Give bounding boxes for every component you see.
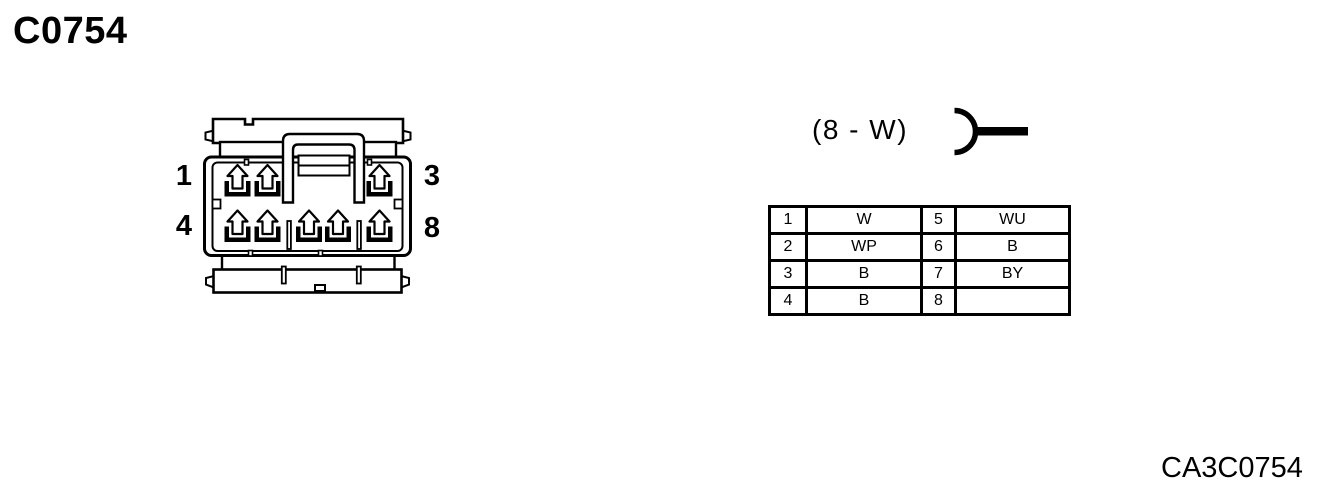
wire-color-cell: W bbox=[805, 205, 923, 235]
pin-label-1: 1 bbox=[175, 160, 193, 192]
pin-number-cell: 8 bbox=[920, 286, 957, 316]
pin-number-cell: 3 bbox=[768, 259, 808, 289]
wire-color-cell: WP bbox=[805, 232, 923, 262]
plate-tick bbox=[280, 265, 287, 285]
table-row: 2 WP 6 B bbox=[768, 232, 1071, 262]
latch-bridge bbox=[281, 132, 366, 204]
wire-connector-icon bbox=[954, 107, 1028, 156]
index-notch bbox=[317, 249, 324, 257]
connector-title: C0754 bbox=[13, 10, 128, 52]
index-notch bbox=[247, 249, 254, 257]
cavity-slot bbox=[286, 220, 292, 250]
index-notch bbox=[243, 158, 250, 166]
pin-number-cell: 1 bbox=[768, 205, 808, 235]
connector-face-drawing bbox=[203, 117, 412, 294]
pin-number-cell: 6 bbox=[920, 232, 957, 262]
wire-color-cell: BY bbox=[954, 259, 1071, 289]
pin-number-cell: 7 bbox=[920, 259, 957, 289]
wire-color-cell bbox=[954, 286, 1071, 316]
table-row: 1 W 5 WU bbox=[768, 205, 1071, 235]
bottom-plate bbox=[212, 268, 403, 294]
wire-color-cell: B bbox=[805, 286, 923, 316]
connector-face-diagram: 1 3 4 8 bbox=[170, 100, 460, 305]
pin-number-cell: 2 bbox=[768, 232, 808, 262]
pin-label-8: 8 bbox=[423, 212, 441, 244]
pin-number-cell: 5 bbox=[920, 205, 957, 235]
wire-color-cell: WU bbox=[954, 205, 1071, 235]
pin-label-3: 3 bbox=[423, 160, 441, 192]
plate-tick bbox=[355, 265, 362, 285]
wire-color-cell: B bbox=[805, 259, 923, 289]
table-row: 3 B 7 BY bbox=[768, 259, 1071, 289]
pin-number-cell: 4 bbox=[768, 286, 808, 316]
wire-color-cell: B bbox=[954, 232, 1071, 262]
pin-wire-table: 1 W 5 WU 2 WP 6 B 3 B 7 BY 4 B 8 bbox=[768, 205, 1071, 316]
pin-label-4: 4 bbox=[175, 210, 193, 242]
table-row: 4 B 8 bbox=[768, 286, 1071, 316]
bottom-notch bbox=[314, 284, 326, 292]
wire-callout-text: (8 - W) bbox=[812, 114, 909, 145]
keyway-right bbox=[393, 198, 404, 210]
keyway-left bbox=[211, 198, 222, 210]
index-notch bbox=[366, 158, 373, 166]
figure-code: CA3C0754 bbox=[1161, 452, 1303, 484]
cavity-slot bbox=[356, 220, 362, 250]
connector-housing bbox=[203, 117, 412, 294]
